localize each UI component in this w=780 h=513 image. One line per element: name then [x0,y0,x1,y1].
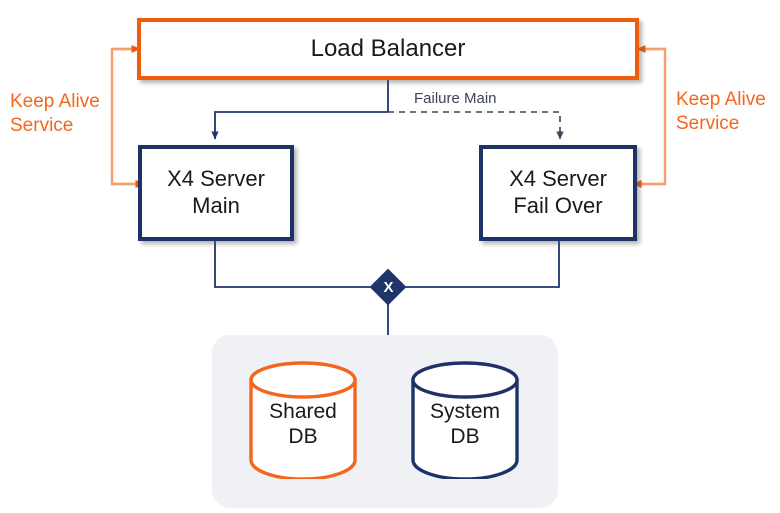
x4-server-main-node[interactable]: X4 Server Main [138,145,294,241]
x4-server-main-label: X4 Server Main [167,166,265,218]
failure-main-label: Failure Main [414,90,497,107]
line-main-to-x [214,241,374,288]
cylinder-shape-navy [411,361,519,479]
load-balancer-node[interactable]: Load Balancer [137,18,639,80]
line-failover-to-x [403,241,560,288]
shared-db-node[interactable]: Shared DB [247,361,359,479]
shared-db-label: Shared DB [269,400,337,449]
line-lb-to-main [211,111,388,140]
keep-alive-service-label-left: Keep Alive Service [10,91,100,137]
system-db-node[interactable]: System DB [409,361,521,479]
cylinder-shape-orange [249,361,357,479]
x4-server-failover-node[interactable]: X4 Server Fail Over [479,145,637,241]
load-balancer-label: Load Balancer [310,35,466,62]
line-lb-to-failover [388,111,564,140]
system-db-label: System DB [429,400,500,449]
crossover-connector-label: X [383,279,394,296]
keep-alive-service-label-right: Keep Alive Service [676,89,766,135]
x4-server-failover-label: X4 Server Fail Over [509,166,607,218]
crossover-connector[interactable]: X [369,268,407,306]
